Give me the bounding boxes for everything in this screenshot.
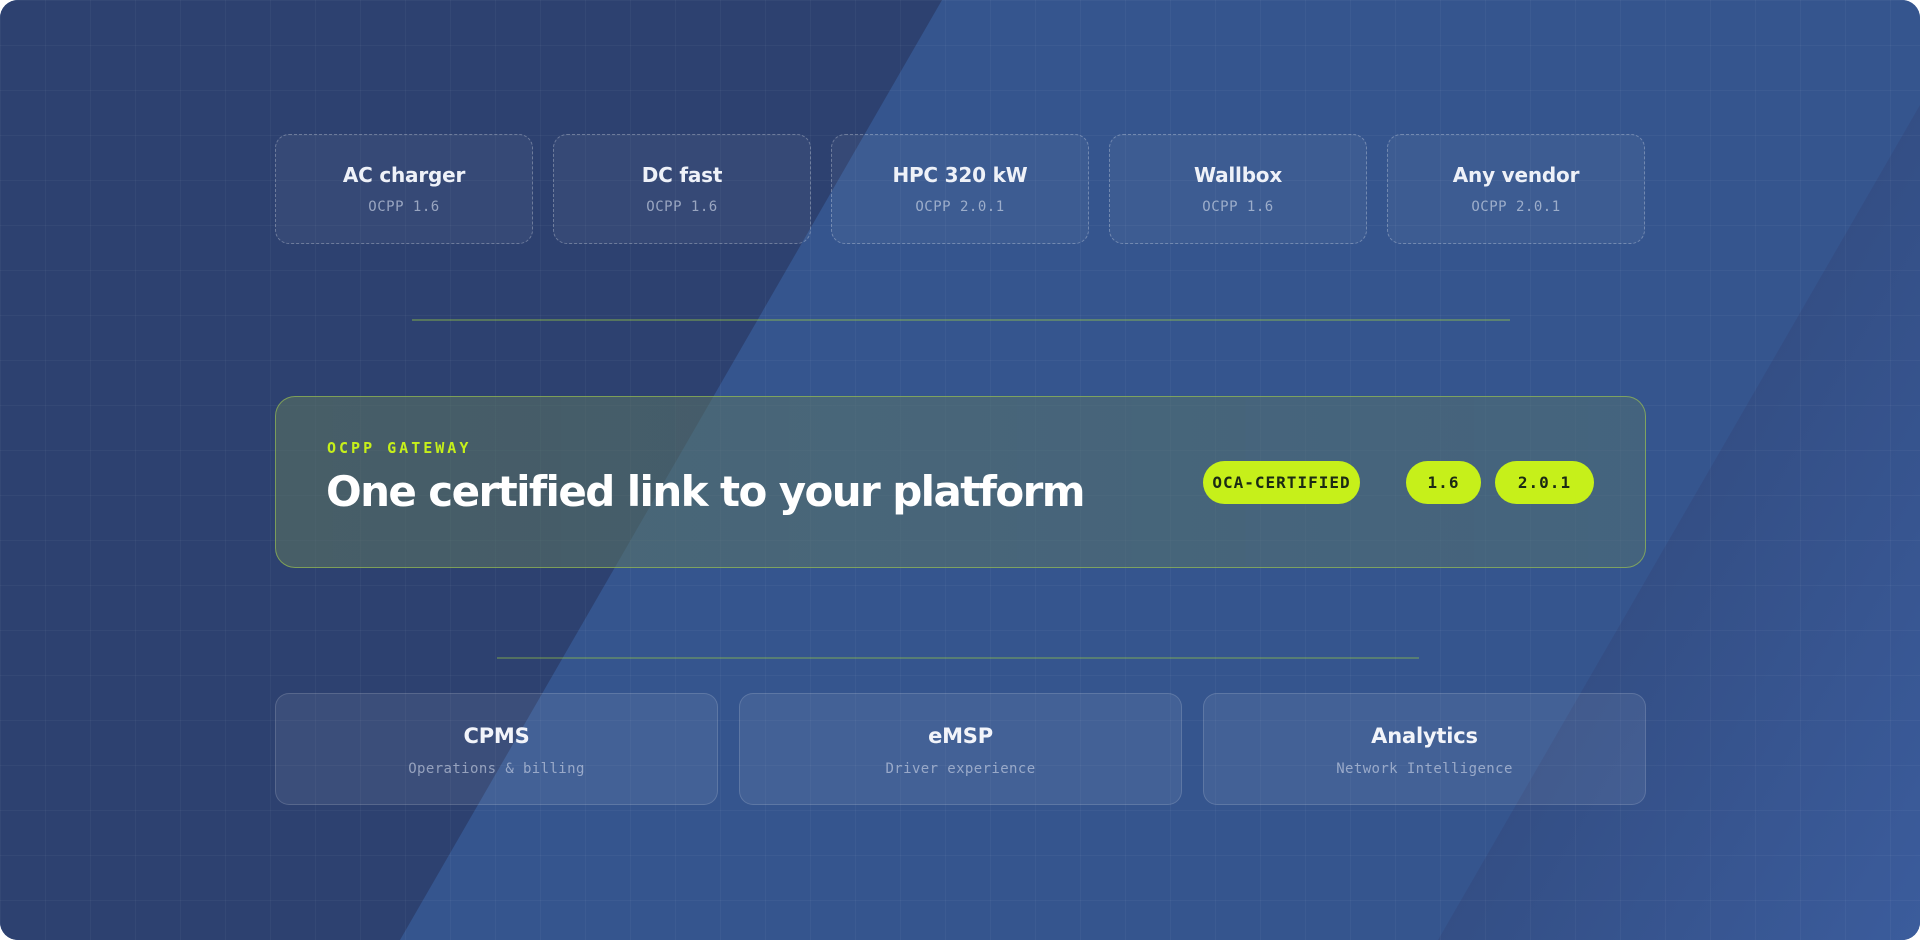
device-title: Wallbox (1193, 163, 1283, 187)
platform-subtitle: Network Intelligence (1336, 761, 1513, 777)
gateway-eyebrow: OCPP GATEWAY (327, 439, 472, 457)
device-title: AC charger (342, 163, 466, 187)
gateway-title: One certified link to your platform (326, 467, 1085, 516)
right-dark-wedge (1438, 105, 1920, 940)
device-card-hpc: HPC 320 kW OCPP 2.0.1 (831, 134, 1089, 244)
platform-subtitle: Operations & billing (408, 761, 585, 777)
platform-card-cpms: CPMS Operations & billing (275, 693, 718, 805)
platform-subtitle: Driver experience (885, 761, 1036, 777)
device-title: DC fast (641, 163, 723, 187)
device-card-ac-charger: AC charger OCPP 1.6 (275, 134, 533, 244)
device-card-dc-fast: DC fast OCPP 1.6 (553, 134, 811, 244)
device-protocol: OCPP 1.6 (646, 199, 718, 215)
device-title: Any vendor (1452, 163, 1580, 187)
device-protocol: OCPP 1.6 (368, 199, 440, 215)
platform-title: CPMS (463, 724, 530, 748)
device-card-any-vendor: Any vendor OCPP 2.0.1 (1387, 134, 1645, 244)
badge-version-16: 1.6 (1406, 461, 1481, 504)
platform-title: eMSP (928, 724, 993, 748)
platform-title: Analytics (1371, 724, 1478, 748)
device-card-wallbox: Wallbox OCPP 1.6 (1109, 134, 1367, 244)
platform-card-analytics: Analytics Network Intelligence (1203, 693, 1646, 805)
badge-oca-certified: OCA-CERTIFIED (1203, 461, 1360, 504)
platform-card-emsp: eMSP Driver experience (739, 693, 1182, 805)
device-title: HPC 320 kW (892, 163, 1028, 187)
device-protocol: OCPP 2.0.1 (915, 199, 1005, 215)
badge-version-201: 2.0.1 (1495, 461, 1594, 504)
gateway-panel: OCPP GATEWAY One certified link to your … (275, 396, 1646, 568)
device-protocol: OCPP 2.0.1 (1471, 199, 1561, 215)
device-protocol: OCPP 1.6 (1202, 199, 1274, 215)
